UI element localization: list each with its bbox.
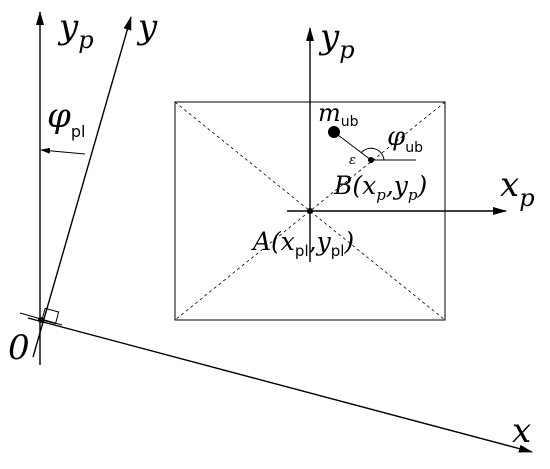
- diagonal-2: [174, 101, 446, 321]
- m-ub-mass: [328, 126, 340, 138]
- diagonal-1: [174, 101, 446, 321]
- label-origin: 0: [8, 328, 30, 368]
- label-y: y: [136, 7, 158, 47]
- phi-pl-arrow: [40, 147, 86, 155]
- x-axis-rotated: [27, 317, 533, 453]
- point-A: [307, 208, 313, 214]
- phi-ub-angle-arc: [360, 147, 385, 161]
- m-ub-to-B-line: [333, 131, 372, 161]
- label-point-A: A(xpl,ypl): [251, 227, 354, 260]
- label-yp-center: yp: [318, 17, 355, 64]
- point-B: [368, 157, 374, 163]
- label-phi-ub: φub: [387, 122, 423, 156]
- label-epsilon: ε: [349, 153, 356, 168]
- label-x: x: [512, 411, 531, 451]
- label-yp-left: yp: [57, 7, 94, 54]
- y-axis-rotated: [32, 16, 132, 358]
- label-phi-pl: φpl: [47, 96, 85, 141]
- origin-point: [38, 317, 44, 323]
- label-m-ub: mub: [318, 99, 359, 130]
- label-point-B: B(xp,yp): [333, 171, 427, 204]
- right-angle-mark: [41, 307, 60, 325]
- label-xp: xp: [500, 165, 535, 212]
